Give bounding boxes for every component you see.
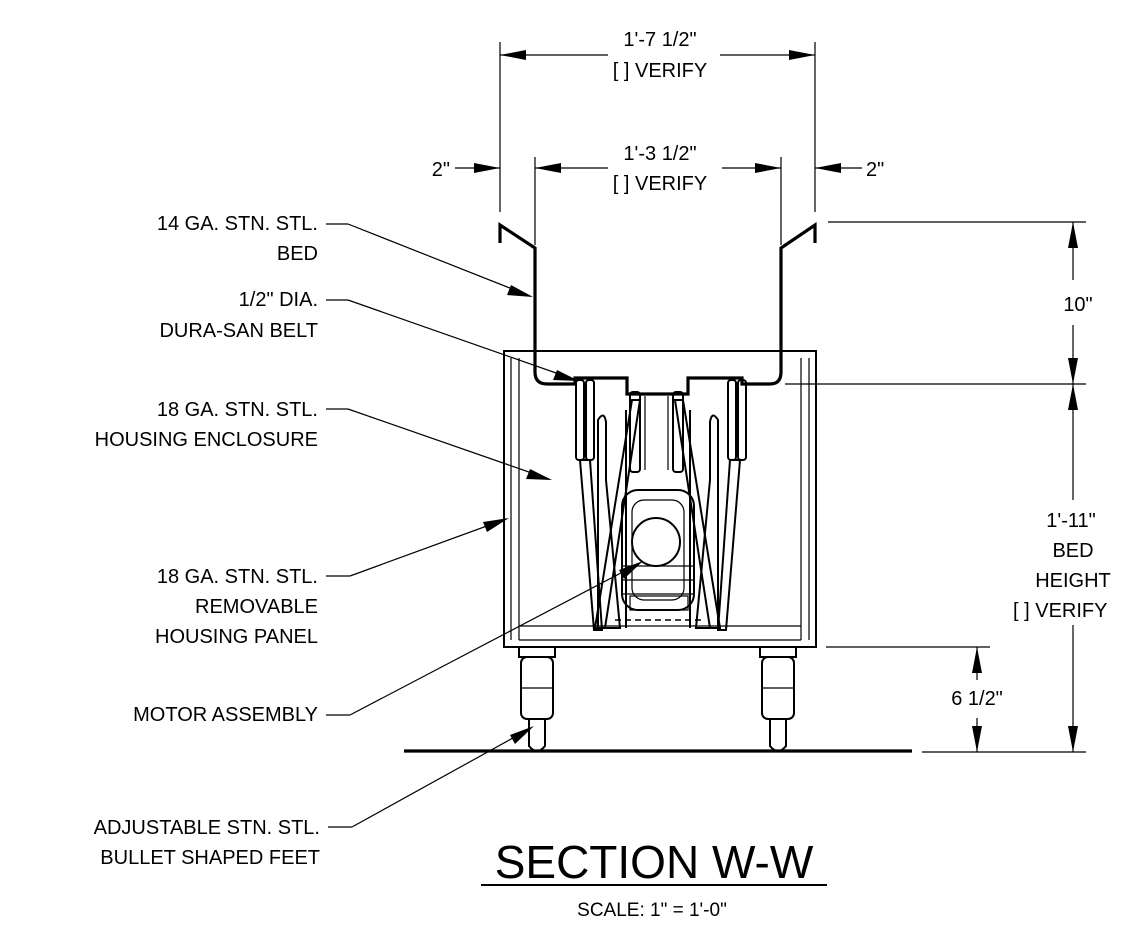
callout-feet-line1: ADJUSTABLE STN. STL.	[94, 817, 320, 839]
callout-belt-line1: 1/2" DIA.	[239, 289, 318, 311]
left-leg	[518, 646, 556, 752]
callout-bed-line1: 14 GA. STN. STL.	[157, 213, 318, 235]
callout-bed-line2: BED	[277, 243, 318, 265]
right-flange-value: 2"	[866, 159, 884, 181]
bed-height-note: [ ] VERIFY	[1013, 600, 1107, 622]
bed-height-word-height: HEIGHT	[1035, 570, 1111, 592]
callout-bed: 14 GA. STN. STL. BED	[157, 213, 533, 297]
left-flange-value: 2"	[432, 159, 450, 181]
callout-feet: ADJUSTABLE STN. STL. BULLET SHAPED FEET	[94, 726, 534, 869]
callout-belt-line2: DURA-SAN BELT	[159, 320, 318, 342]
inner-width-dimension: 1'-3 1/2" [ ] VERIFY	[534, 143, 782, 245]
callout-feet-line2: BULLET SHAPED FEET	[100, 847, 320, 869]
bed-height-dimension: 1'-11" BED HEIGHT [ ] VERIFY	[922, 384, 1111, 753]
callout-panel-line2: REMOVABLE	[195, 596, 318, 618]
left-flange-dimension: 2"	[432, 159, 500, 181]
title-block: SECTION W-W SCALE: 1" = 1'-0"	[481, 836, 827, 921]
overall-width-value: 1'-7 1/2"	[623, 29, 696, 51]
overall-width-note: [ ] VERIFY	[613, 60, 707, 82]
motor-assembly	[615, 489, 702, 621]
leg-height-value: 6 1/2"	[951, 688, 1003, 710]
conveyor-bed	[498, 221, 817, 396]
callout-belt: 1/2" DIA. DURA-SAN BELT	[159, 289, 579, 381]
callout-housing-line2: HOUSING ENCLOSURE	[95, 429, 318, 451]
callout-housing-line1: 18 GA. STN. STL.	[157, 399, 318, 421]
callout-panel-line1: 18 GA. STN. STL.	[157, 566, 318, 588]
leg-height-dimension: 6 1/2"	[826, 646, 1003, 752]
bed-height-word-bed: BED	[1052, 540, 1093, 562]
callout-motor-assembly: MOTOR ASSEMBLY	[133, 561, 643, 726]
housing-enclosure	[503, 350, 817, 648]
bed-height-value: 1'-11"	[1046, 510, 1095, 532]
scale-note: SCALE: 1" = 1'-0"	[577, 900, 727, 921]
callout-housing-enclosure: 18 GA. STN. STL. HOUSING ENCLOSURE	[95, 399, 552, 480]
bed-depth-value: 10"	[1063, 294, 1092, 316]
inner-width-value: 1'-3 1/2"	[623, 143, 696, 165]
callout-motor-line1: MOTOR ASSEMBLY	[133, 704, 318, 726]
right-flange-dimension: 2"	[815, 159, 884, 181]
section-title: SECTION W-W	[495, 836, 814, 888]
bed-depth-dimension: 10"	[785, 221, 1093, 385]
overall-width-dimension: 1'-7 1/2" [ ] VERIFY	[499, 29, 816, 212]
belt-frame	[575, 379, 747, 631]
right-leg	[759, 646, 797, 752]
inner-width-note: [ ] VERIFY	[613, 173, 707, 195]
callout-removable-panel: 18 GA. STN. STL. REMOVABLE HOUSING PANEL	[155, 518, 509, 648]
callout-panel-line3: HOUSING PANEL	[155, 626, 318, 648]
